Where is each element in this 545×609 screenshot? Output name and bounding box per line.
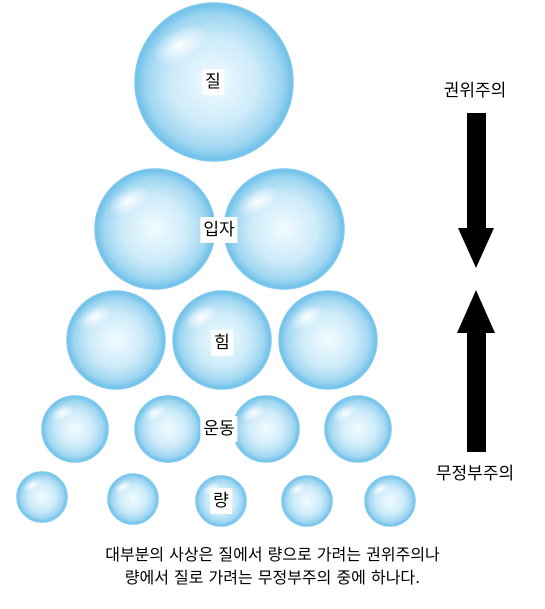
bubble-row-particle	[94, 168, 345, 290]
level-label-force: 힘	[211, 330, 233, 356]
bubble	[134, 395, 202, 463]
level-label-motion: 운동	[200, 416, 238, 442]
bubble	[364, 475, 416, 527]
anarchism-label: 무정부주의	[435, 464, 515, 484]
bubble-row-force	[66, 290, 378, 390]
bubble	[107, 473, 159, 525]
bubble	[232, 395, 300, 463]
caption-line-2: 량에서 질로 가려는 무정부주의 중에 하나다.	[124, 568, 421, 587]
caption: 대부분의 사상은 질에서 량으로 가려는 권위주의나 량에서 질로 가려는 무정…	[0, 543, 545, 589]
up-arrow-icon	[457, 290, 495, 452]
bubble	[66, 290, 166, 390]
bubble-row-quantity	[16, 471, 416, 527]
bubble	[41, 395, 109, 463]
bubble	[16, 471, 68, 523]
bubble	[281, 475, 333, 527]
level-label-quantity: 량	[210, 488, 232, 514]
caption-line-1: 대부분의 사상은 질에서 량으로 가려는 권위주의나	[105, 545, 440, 564]
down-arrow-icon	[458, 113, 494, 268]
level-label-particle: 입자	[200, 217, 238, 243]
bubble-row-motion	[41, 395, 392, 463]
level-label-quality: 질	[202, 69, 224, 95]
bubble	[324, 395, 392, 463]
authoritarianism-label: 권위주의	[443, 81, 507, 101]
bubble	[223, 168, 345, 290]
bubble	[94, 168, 216, 290]
bubble	[278, 290, 378, 390]
